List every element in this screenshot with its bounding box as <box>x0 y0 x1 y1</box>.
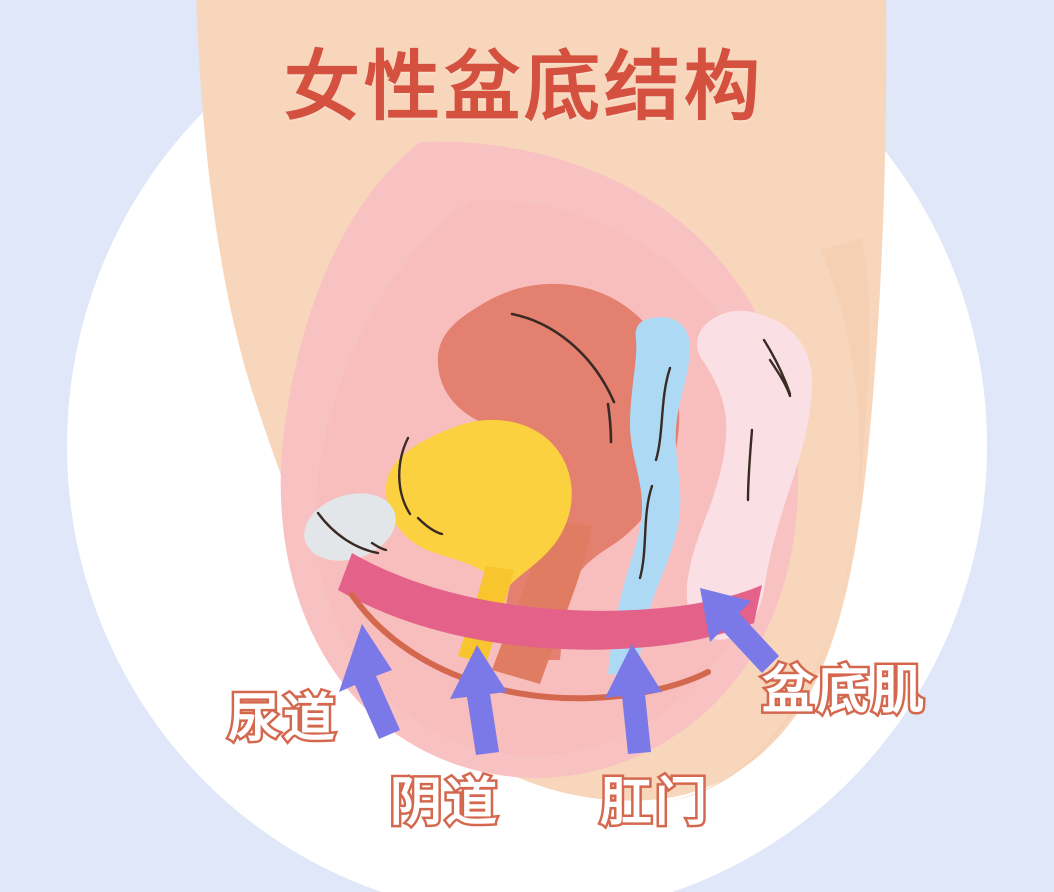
uterus-detail-line-1 <box>510 312 616 404</box>
label-anus: 肛门 <box>597 774 711 832</box>
label-vagina: 阴道 <box>387 774 501 832</box>
arrow-anus <box>605 644 662 754</box>
page-title: 女性盆底结构 <box>284 45 764 130</box>
arrow-pelvic-floor-muscle <box>700 588 779 673</box>
pubic-bone-detail-line-1 <box>316 511 380 555</box>
rectum-detail-line-2 <box>638 484 654 580</box>
bladder-detail-line-2 <box>416 516 444 536</box>
sacrum-detail-line-2 <box>768 358 792 398</box>
rectum-detail-line-1 <box>654 366 672 462</box>
bladder <box>386 419 572 590</box>
arrow-urethra <box>339 624 400 739</box>
thigh-contour <box>662 238 870 802</box>
label-pelvic-floor-muscle: 盆底肌 <box>759 662 928 720</box>
sacrum-detail-line-3 <box>746 428 754 502</box>
uterus-detail-line-2 <box>606 402 613 444</box>
pubic-bone-detail-line-2 <box>370 541 388 552</box>
perineum-line <box>349 592 711 702</box>
arrow-vagina <box>450 645 507 755</box>
label-urethra: 尿道 <box>225 690 339 748</box>
pelvic-floor-muscle <box>338 553 762 650</box>
bladder-detail-line-1 <box>398 436 412 516</box>
